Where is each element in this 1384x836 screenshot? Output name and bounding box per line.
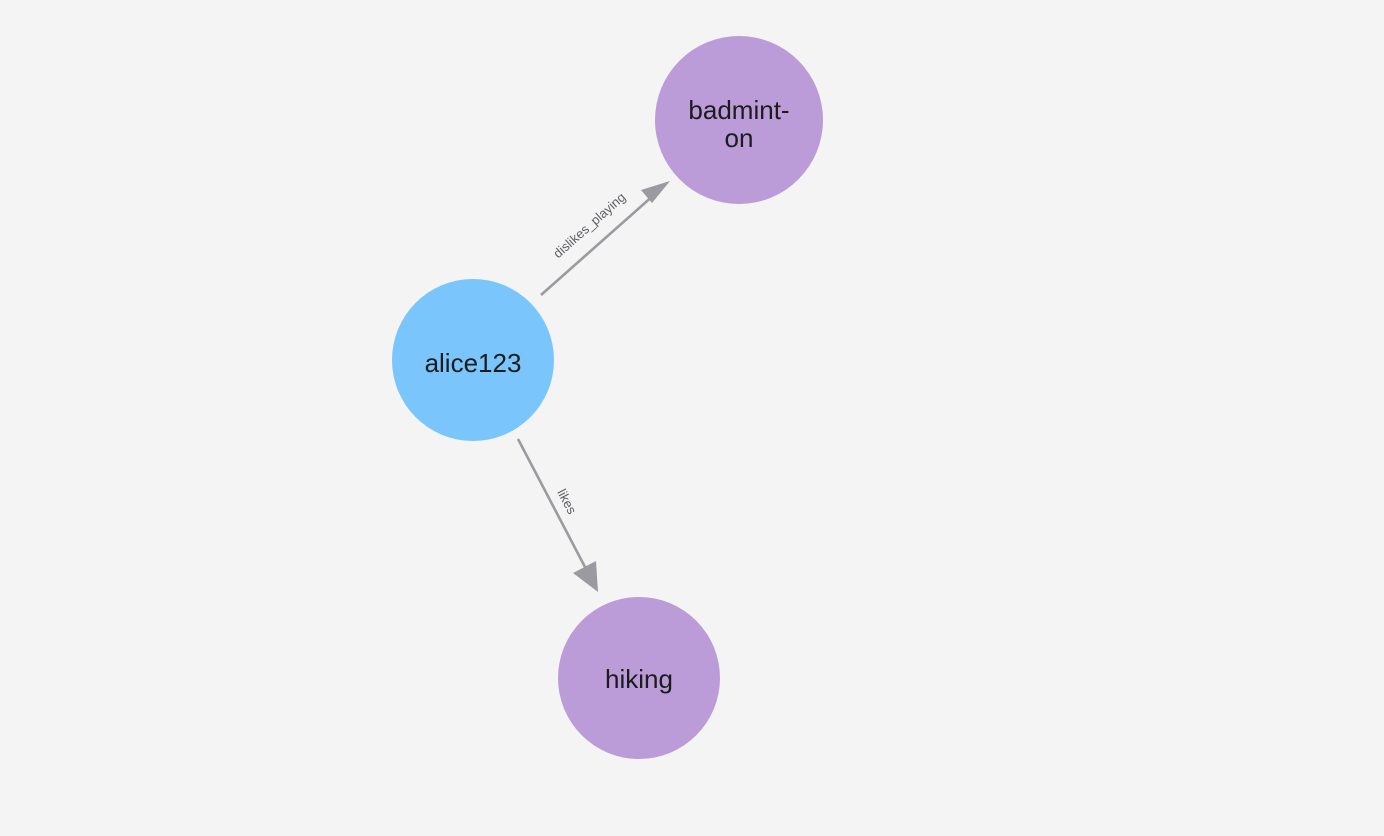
node-circle-badminton[interactable] xyxy=(655,36,823,204)
nodes-layer: badmint- on alice123 hiking xyxy=(392,36,823,759)
edge-likes[interactable]: likes xyxy=(516,438,598,592)
node-hiking[interactable]: hiking xyxy=(558,597,720,759)
edge-arrowhead xyxy=(641,181,670,203)
edge-dislikes-playing[interactable]: dislikes_playing xyxy=(540,181,670,296)
edge-line[interactable] xyxy=(516,438,587,568)
node-circle-hiking[interactable] xyxy=(558,597,720,759)
node-circle-alice123[interactable] xyxy=(392,279,554,441)
edge-line[interactable] xyxy=(540,193,656,296)
node-alice123[interactable]: alice123 xyxy=(392,279,554,441)
edge-label-dislikes-playing: dislikes_playing xyxy=(550,189,628,261)
node-badminton[interactable]: badmint- on xyxy=(655,36,823,204)
edge-label-likes: likes xyxy=(554,487,580,517)
edge-arrowhead xyxy=(573,561,598,592)
